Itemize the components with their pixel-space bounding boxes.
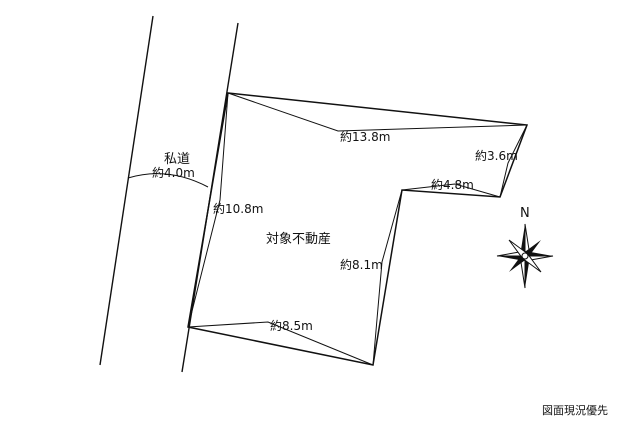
road-edge-left bbox=[99, 15, 154, 366]
private-road: 私道 約4.0m bbox=[99, 15, 239, 373]
dim-arc-bottom bbox=[187, 321, 374, 366]
dim-arc-notch-top bbox=[401, 183, 501, 198]
dim-bottom-label: 約8.5m bbox=[270, 318, 313, 333]
dim-notch-side-label: 約8.1m bbox=[340, 257, 383, 272]
dim-arc-left bbox=[187, 92, 229, 328]
dim-notch-top-label: 約4.8m bbox=[431, 177, 474, 192]
dim-left-label: 約10.8m bbox=[213, 201, 263, 216]
lot-outline: 約13.8m 約3.6m 約4.8m 約8.1m 約8.5m 約10.8m 対象… bbox=[187, 92, 529, 366]
dim-right-label: 約3.6m bbox=[475, 148, 518, 163]
dim-top-label: 約13.8m bbox=[340, 129, 390, 144]
road-width-dimension bbox=[127, 173, 209, 188]
footer-note: 図面現況優先 bbox=[542, 403, 608, 417]
dim-arc-notch-side bbox=[372, 189, 403, 366]
lot-label: 対象不動産 bbox=[266, 231, 331, 247]
dim-arc-top bbox=[227, 92, 528, 132]
compass-north-label: N bbox=[520, 206, 530, 221]
dim-arc-right bbox=[499, 124, 528, 198]
road-name-label: 私道 bbox=[164, 152, 190, 167]
compass-rose-icon: N bbox=[496, 206, 554, 289]
road-width-label: 約4.0m bbox=[152, 165, 195, 180]
